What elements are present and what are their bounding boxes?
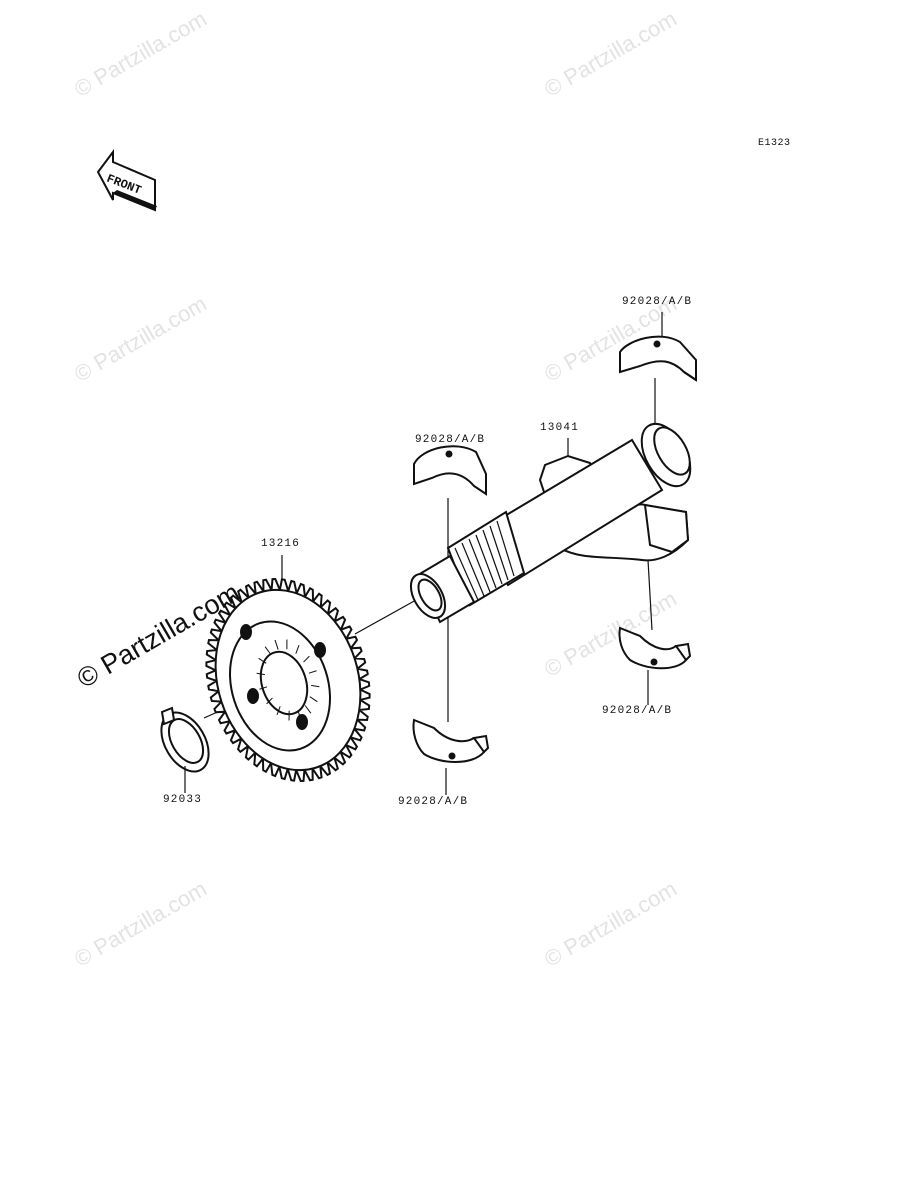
part-label-bearing-top-right[interactable]: 92028/A/B [622, 296, 693, 308]
gear-spline [276, 706, 281, 715]
bearing-shell-top-right [619, 335, 697, 382]
bearing-shell-bottom-left [412, 718, 490, 763]
part-label-balancer-gear[interactable]: 13216 [261, 538, 301, 550]
bearing-shell-bottom-right [618, 626, 692, 670]
gear-spline [309, 696, 318, 703]
part-label-balancer-shaft[interactable]: 13041 [540, 422, 580, 434]
front-arrow-icon: FRONT [96, 149, 157, 212]
gear-spline [259, 686, 268, 690]
balancer-gear [205, 578, 371, 782]
gear-spline [308, 670, 317, 674]
balancer-shaft [409, 422, 692, 624]
gear-spline [266, 697, 273, 705]
part-label-circlip[interactable]: 92033 [163, 794, 203, 806]
gear-spline [258, 657, 267, 664]
part-label-bearing-bottom-left[interactable]: 92028/A/B [398, 796, 469, 808]
gear-spline [303, 655, 310, 663]
gear-spline [295, 645, 300, 654]
bearing-shell-top-left [413, 445, 487, 496]
diagram-code: E1323 [758, 138, 791, 149]
part-label-bearing-top-left[interactable]: 92028/A/B [415, 434, 486, 446]
part-label-bearing-bottom-right[interactable]: 92028/A/B [602, 705, 673, 717]
gear-spline [264, 646, 272, 655]
gear-spline [256, 672, 265, 676]
gear-spline [304, 705, 312, 714]
gear-spline [274, 639, 279, 650]
gear-spline [311, 684, 320, 688]
circlip [160, 706, 210, 773]
